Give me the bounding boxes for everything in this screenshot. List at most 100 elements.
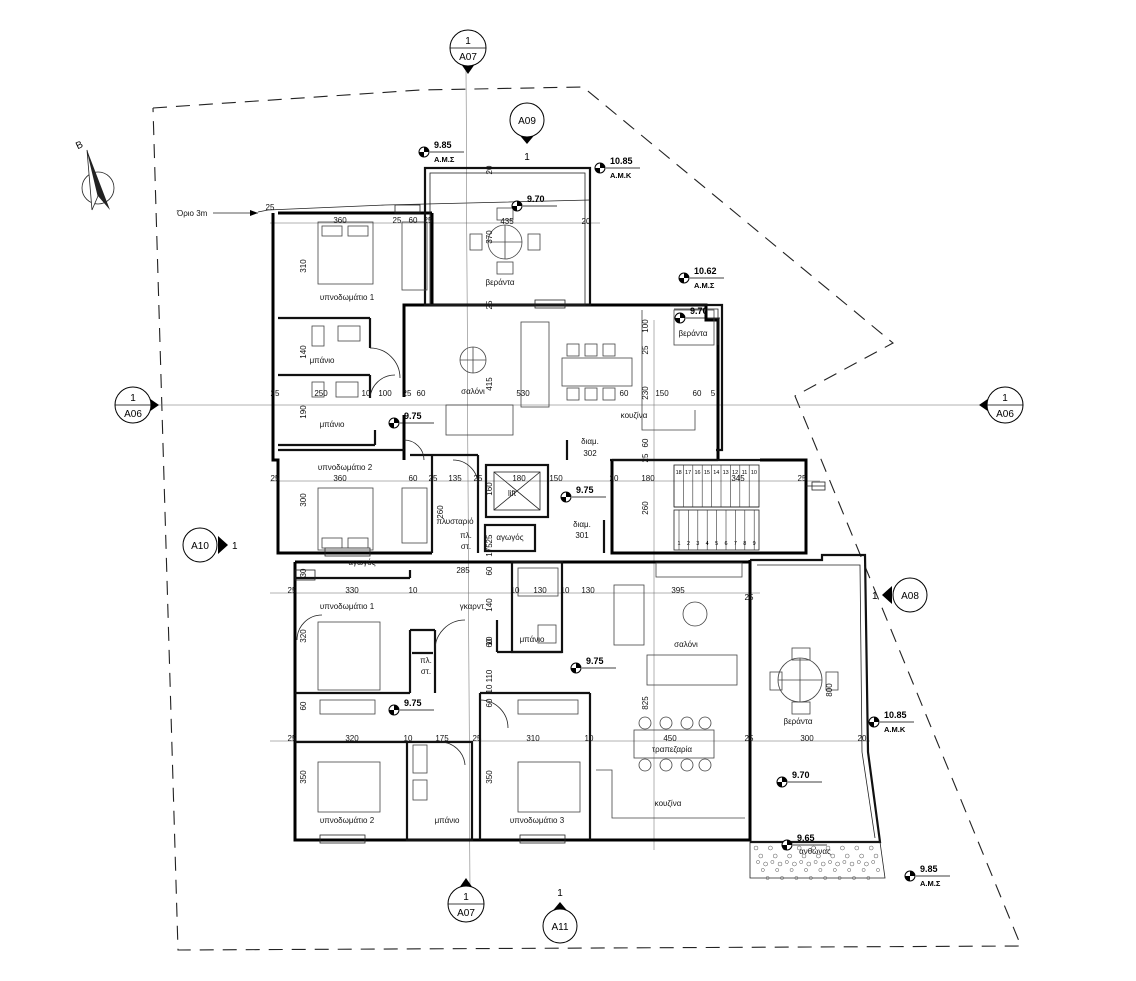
stair-step-number: 8 — [743, 541, 746, 547]
section-number: 1 — [130, 393, 136, 404]
room-landing: πλυσταριό — [436, 517, 474, 526]
stair-step-number: 7 — [734, 541, 737, 547]
dimension-label: 20 — [610, 474, 619, 483]
dimension-label: 175 — [485, 543, 494, 557]
room-pl-st-lower: πλ. — [420, 656, 432, 665]
dimension-label: 310 — [526, 734, 540, 743]
level-value: 9.65 — [797, 833, 815, 843]
room-wc: γκαρντ. — [460, 602, 486, 611]
dimension-label: 20 — [858, 734, 867, 743]
lvl-1062: 10.62Α.Μ.Σ — [678, 266, 724, 290]
dimension-label: 100 — [641, 319, 650, 333]
room-salon-upper: σαλόνι — [461, 387, 485, 396]
elevation-number: 1 — [232, 541, 238, 552]
dimension-label: 25 — [474, 474, 483, 483]
dimension-label: 450 — [663, 734, 677, 743]
lvl-975-upper: 9.75 — [388, 411, 434, 429]
room-bedroom2-lower: υπνοδωμάτιο 2 — [320, 816, 375, 825]
dimension-label: 825 — [641, 696, 650, 710]
room-apt301: διαμ. — [573, 520, 591, 529]
room-veranda-small: βεράντα — [678, 329, 707, 338]
room-agogos: αγωγός — [496, 533, 523, 542]
dimension-label: 25 — [473, 734, 482, 743]
room-dining: τραπεζαρία — [652, 745, 692, 754]
elevation-marker-a10[interactable]: 1 A10 — [182, 527, 238, 563]
dimension-label: 25 — [745, 593, 754, 602]
dimension-label: 175 — [435, 734, 449, 743]
dimension-label: 395 — [671, 586, 685, 595]
setback-note: Όριο 3m — [176, 209, 208, 218]
room-pl-st-upper: πλ. — [460, 531, 472, 540]
dimension-label: 260 — [641, 501, 650, 515]
level-reference: Α.Μ.Σ — [920, 879, 941, 888]
stair-step-number: 17 — [685, 470, 691, 476]
lvl-1085-top: 10.85Α.Μ.Κ — [594, 156, 640, 180]
elevation-symbol-icon — [182, 527, 218, 563]
dimension-label: 25 — [798, 474, 807, 483]
dimension-label: 25 — [271, 389, 280, 398]
dimension-label: 25 — [266, 203, 275, 212]
level-reference: Α.Μ.Κ — [884, 725, 906, 734]
stair-step-number: 12 — [732, 470, 738, 476]
room-apt302: διαμ. — [581, 437, 599, 446]
level-reference: Α.Μ.Κ — [610, 171, 632, 180]
room-bath-lower-1: μπάνιο — [520, 635, 545, 644]
dimension-label: 25 — [271, 474, 280, 483]
section-reference: A06 — [124, 409, 142, 420]
dimension-label: 130 — [581, 586, 595, 595]
room-veranda-right: βεράντα — [783, 717, 812, 726]
north-arrow: B — [74, 139, 115, 211]
room-salon-lower: σαλόνι — [674, 640, 698, 649]
section-number: 1 — [465, 36, 471, 47]
stair-step-number: 14 — [713, 470, 719, 476]
dimension-label: 20 — [485, 165, 494, 174]
room-bath-upper-1: μπάνιο — [310, 356, 335, 365]
level-value: 10.62 — [694, 266, 717, 276]
elevation-reference: A10 — [191, 541, 209, 552]
dimension-label: 180 — [641, 474, 655, 483]
dimension-label: 230 — [641, 386, 650, 400]
right-veranda — [749, 553, 886, 880]
dimension-label: 190 — [299, 405, 308, 419]
dimension-label: 130 — [533, 586, 547, 595]
dimension-label: 25 — [641, 453, 650, 462]
dimension-label: 25 — [424, 216, 433, 225]
lvl-985-top: 9.85Α.Μ.Σ — [418, 140, 464, 164]
level-value: 10.85 — [610, 156, 633, 166]
dimension-label: 30 — [299, 568, 308, 577]
dimension-label: 150 — [549, 474, 563, 483]
room-agogos-2: αγωγός — [348, 558, 375, 567]
stair-step-number: 13 — [723, 470, 729, 476]
level-value: 9.75 — [586, 656, 604, 666]
stair-step-number: 3 — [696, 541, 699, 547]
stair-step-number: 10 — [751, 470, 757, 476]
room-kitchen-upper: κουζίνα — [621, 411, 648, 420]
setback-arrow-head — [250, 210, 258, 216]
room-apt301-num: 301 — [575, 531, 589, 540]
dimension-label: 20 — [582, 217, 591, 226]
dimension-label: 160 — [485, 482, 494, 496]
upper-apartment — [271, 166, 720, 557]
dimension-label: 140 — [299, 345, 308, 359]
level-value: 9.75 — [404, 411, 422, 421]
level-reference: Α.Μ.Σ — [694, 281, 715, 290]
room-pl-st-lower-2: στ. — [421, 667, 431, 676]
dimension-label: 345 — [731, 474, 745, 483]
setback-line — [257, 199, 591, 213]
dimension-label: 60 — [409, 474, 418, 483]
section-line-a07 — [465, 69, 471, 891]
dimension-label: 25 — [288, 586, 297, 595]
room-kitchen-lower: κουζίνα — [655, 799, 682, 808]
dimension-label: 60 — [641, 438, 650, 447]
